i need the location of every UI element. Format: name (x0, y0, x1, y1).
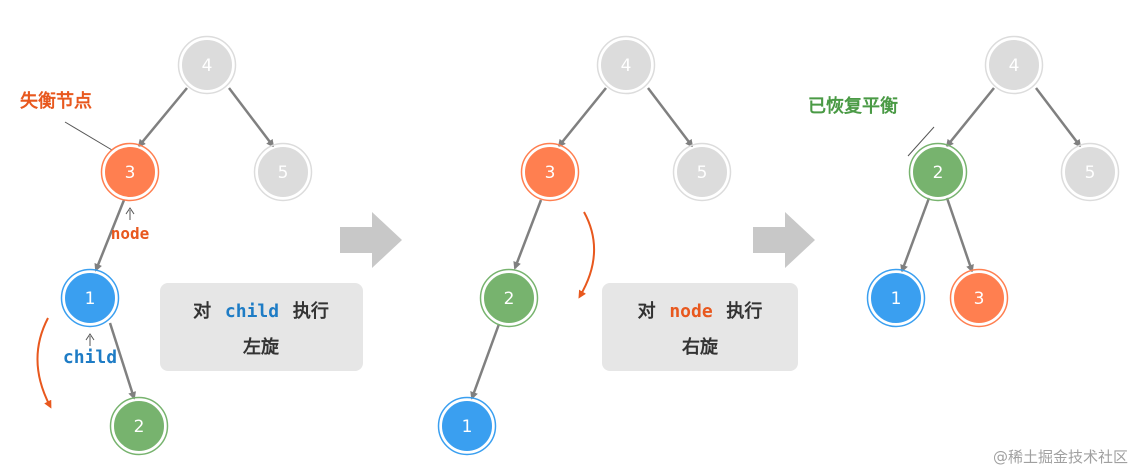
edge-3-2 (513, 199, 543, 270)
tree-node-2: 2 (479, 268, 539, 328)
tree-node-1: 1 (866, 268, 926, 328)
node-value: 4 (621, 56, 632, 76)
operation-text-2: 对 node 执行 (638, 300, 763, 322)
op-prefix: 对 (193, 300, 211, 322)
edge-4-5 (1035, 87, 1082, 148)
tree-node-4: 4 (177, 35, 237, 95)
tree-node-3: 3 (100, 142, 160, 202)
tree-node-1: 1 (60, 268, 120, 328)
edge-2-1 (900, 197, 931, 273)
operation-box-1 (160, 283, 363, 371)
node-value: 5 (1085, 163, 1096, 183)
operation-action-1: 左旋 (243, 336, 280, 358)
child-pointer-label: child (63, 347, 117, 368)
op-target: child (225, 301, 279, 322)
stage-1: 4 3 5 1 2 失衡节点 node child (20, 35, 363, 456)
transition-arrow-1 (340, 212, 402, 268)
tree-node-1: 1 (437, 396, 497, 456)
node-value: 1 (891, 289, 902, 309)
tree-node-3: 3 (520, 142, 580, 202)
right-rotation-arc (578, 211, 595, 299)
node-value: 2 (134, 417, 145, 437)
tree-node-4: 4 (984, 35, 1044, 95)
stage-2: 4 3 5 2 1 对 node 执行 右旋 (437, 35, 798, 456)
unbalanced-leader-line (64, 121, 113, 151)
op-prefix: 对 (638, 300, 656, 322)
node-value: 3 (545, 163, 556, 183)
node-value: 2 (933, 163, 944, 183)
child-pointer-arrowhead (85, 333, 95, 341)
node-value: 5 (278, 163, 289, 183)
operation-action-2: 右旋 (682, 336, 719, 358)
node-value: 1 (85, 289, 96, 309)
operation-box-2 (602, 283, 798, 371)
edge-1-2 (108, 322, 136, 400)
tree-node-5: 5 (253, 142, 313, 202)
edge-4-5 (228, 87, 275, 148)
edge-3-1 (94, 199, 126, 272)
tree-node-5: 5 (672, 142, 732, 202)
edge-4-3 (137, 87, 188, 148)
node-value: 4 (202, 56, 213, 76)
transition-arrow-2 (753, 212, 815, 268)
op-target: node (669, 301, 713, 322)
edge-2-1 (470, 323, 501, 400)
node-value: 5 (697, 163, 708, 183)
tree-node-4: 4 (596, 35, 656, 95)
node-value: 3 (974, 289, 985, 309)
left-rotation-arc (36, 317, 52, 409)
node-value: 2 (504, 289, 515, 309)
tree-node-3: 3 (949, 268, 1009, 328)
node-pointer-arrowhead (125, 207, 135, 215)
node-pointer-label: node (111, 224, 150, 243)
edge-4-5 (647, 87, 694, 148)
unbalanced-node-label: 失衡节点 (20, 90, 92, 112)
stage-3: 4 2 5 1 3 已恢复平衡 (808, 35, 1120, 328)
tree-node-2: 2 (109, 396, 169, 456)
node-value: 3 (125, 163, 136, 183)
edge-4-2 (945, 87, 995, 148)
edge-2-3 (945, 197, 974, 273)
tree-node-2: 2 (908, 142, 968, 202)
watermark: @稀土掘金技术社区 (993, 448, 1128, 466)
balanced-label: 已恢复平衡 (808, 95, 898, 117)
operation-text-1: 对 child 执行 (193, 300, 329, 322)
node-value: 4 (1009, 56, 1020, 76)
op-verb: 执行 (726, 300, 762, 322)
node-value: 1 (462, 417, 473, 437)
op-verb: 执行 (293, 300, 329, 322)
tree-node-5: 5 (1060, 142, 1120, 202)
balanced-leader-line (907, 126, 935, 157)
edge-4-3 (557, 87, 607, 148)
